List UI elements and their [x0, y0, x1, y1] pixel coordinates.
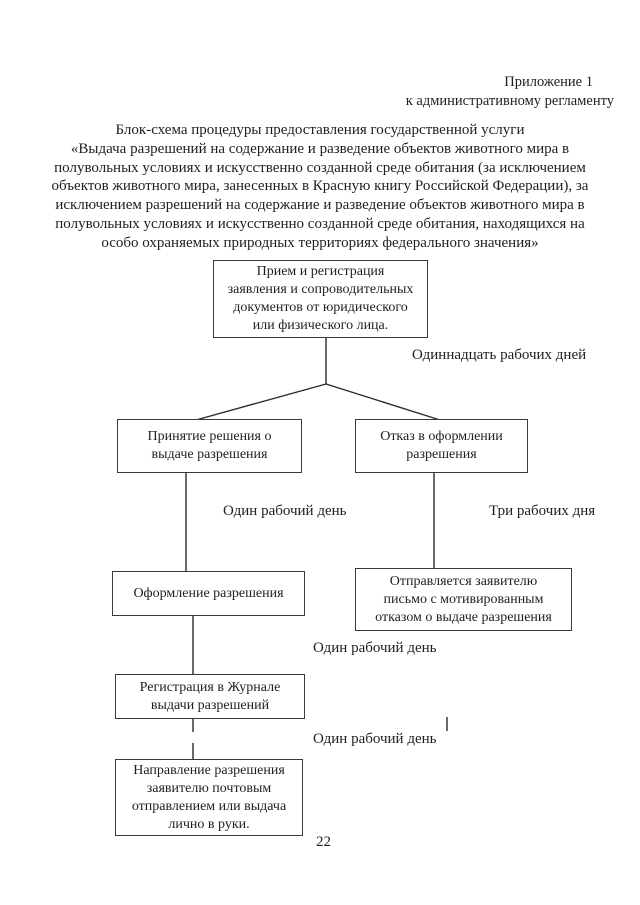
title-line: особо охраняемых природных территориях ф… — [101, 234, 539, 251]
title-line: Блок-схема процедуры предоставления госу… — [115, 122, 525, 138]
title-line: полувольных условиях и искусственно созд… — [55, 215, 585, 232]
flowchart-box-decision: Принятие решения о выдаче разрешения — [117, 419, 302, 473]
flowchart-box-reception: Прием и регистрация заявления и сопровод… — [213, 260, 428, 338]
interval-label-one-day-1: Один рабочий день — [223, 503, 347, 519]
flowchart-box-refusal: Отказ в оформлении разрешения — [355, 419, 528, 473]
interval-label-one-day-2: Один рабочий день — [313, 640, 437, 656]
interval-label-eleven-days: Одиннадцать рабочих дней — [412, 347, 587, 363]
appendix-reference-line2: к административному регламенту — [405, 93, 614, 109]
page-number: 22 — [316, 834, 331, 850]
flowchart-box-refusal-letter: Отправляется заявителю письмо с мотивиро… — [355, 568, 572, 631]
flowchart-box-delivery: Направление разрешения заявителю почтовы… — [115, 759, 303, 836]
flowchart-box-decision-text: Принятие решения о выдаче разрешения — [147, 429, 272, 462]
flowchart-box-journal: Регистрация в Журнале выдачи разрешений — [115, 674, 305, 719]
document-title: Блок-схема процедуры предоставления госу… — [30, 121, 610, 253]
flowchart-box-processing-text: Оформление разрешения — [133, 585, 284, 601]
flowchart-box-refusal-letter-text: Отправляется заявителю письмо с мотивиро… — [375, 573, 552, 625]
title-line: исключением разрешений на содержание и р… — [55, 197, 585, 214]
flowchart-box-reception-text: Прием и регистрация заявления и сопровод… — [227, 264, 414, 333]
title-line: полувольных условиях и искусственно созд… — [54, 159, 586, 176]
flowchart-box-refusal-text: Отказ в оформлении разрешения — [380, 429, 503, 462]
flowchart-box-journal-text: Регистрация в Журнале выдачи разрешений — [139, 679, 281, 713]
title-line: «Выдача разрешений на содержание и разве… — [70, 140, 570, 157]
interval-label-three-days: Три рабочих дня — [489, 503, 596, 519]
interval-label-one-day-3: Один рабочий день — [313, 731, 437, 747]
flowchart-box-delivery-text: Направление разрешения заявителю почтовы… — [131, 762, 287, 832]
flowchart-box-processing: Оформление разрешения — [112, 571, 305, 616]
appendix-reference-line1: Приложение 1 — [504, 74, 593, 90]
title-line: объектов животного мира, занесенных в Кр… — [51, 178, 589, 195]
